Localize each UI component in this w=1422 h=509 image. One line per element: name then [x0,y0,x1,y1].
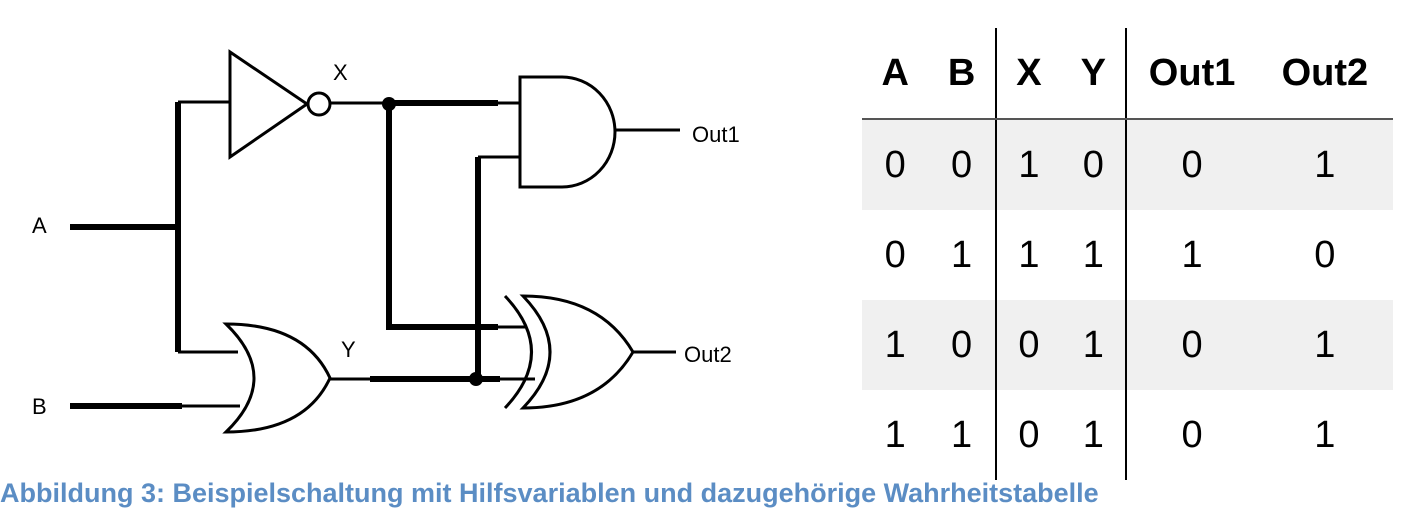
truth-table-header-row: A B X Y Out1 Out2 [862,28,1393,120]
label-y: Y [341,337,356,362]
cell-y: 1 [1061,390,1128,480]
header-out1: Out1 [1126,28,1257,120]
cell-b: 0 [928,300,997,390]
cell-out2: 1 [1314,413,1336,456]
cell-out1: 1 [1181,233,1203,276]
junction-x [382,97,396,111]
cell-out1: 0 [1126,119,1257,210]
cell-b: 1 [928,390,997,480]
cell-a: 0 [884,233,906,276]
cell-a: 1 [862,300,929,390]
cell-x: 1 [995,119,1062,210]
junction-y [469,372,483,386]
header-out2: Out2 [1256,28,1393,120]
cell-out1: 0 [1126,300,1257,390]
cell-y: 1 [1061,300,1128,390]
label-x: X [333,60,348,85]
header-a: A [862,28,929,120]
not-gate-bubble [306,91,332,117]
truth-table: A B X Y Out1 Out2 0 0 1 0 0 1 0 1 1 1 [862,28,1393,480]
label-out1: Out1 [692,122,740,147]
cell-out1: 0 [1181,413,1203,456]
cell-b: 1 [928,210,997,300]
cell-x: 1 [1018,233,1040,276]
label-out2: Out2 [684,342,732,367]
cell-out2: 1 [1256,119,1393,210]
label-input-b: B [32,394,47,419]
cell-y: 0 [1061,119,1128,210]
table-row: 0 0 1 0 0 1 [862,119,1393,210]
xor-gate [519,294,635,410]
logic-circuit-diagram: A B X Y Out1 Out2 [32,49,740,434]
cell-b: 0 [928,119,997,210]
cell-x: 0 [1018,413,1040,456]
header-x: X [995,28,1062,120]
cell-a: 1 [884,413,906,456]
and-gate [518,75,617,189]
table-row: 1 1 0 1 0 1 [862,390,1393,480]
cell-out2: 1 [1256,300,1393,390]
xor-gate-input-arc [503,294,533,410]
not-gate [228,49,310,160]
figure-caption: Abbildung 3: Beispielschaltung mit Hilfs… [0,478,1099,508]
or-gate [222,322,332,434]
header-b: B [928,28,997,120]
cell-a: 0 [862,119,929,210]
table-row: 0 1 1 1 1 0 [862,210,1393,300]
header-y: Y [1061,28,1128,120]
table-row: 1 0 0 1 0 1 [862,300,1393,390]
cell-y: 1 [1061,210,1128,300]
cell-out2: 0 [1314,233,1336,276]
label-input-a: A [32,213,47,238]
cell-x: 0 [995,300,1062,390]
